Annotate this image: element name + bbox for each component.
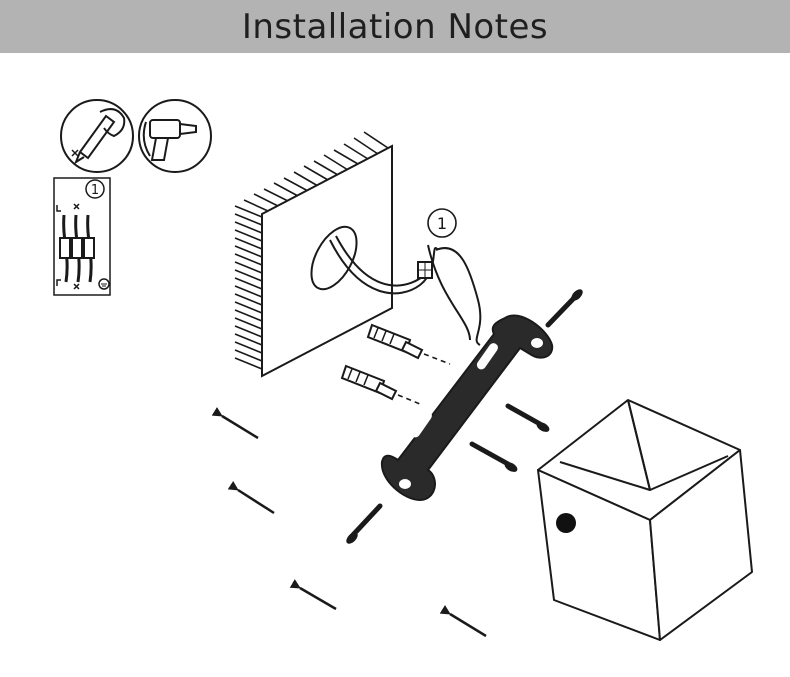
wall-junction-hole xyxy=(310,225,358,291)
inset-step-number: 1 xyxy=(91,183,99,198)
ground-icon xyxy=(98,278,110,290)
wall-block xyxy=(234,128,393,378)
direction-arrow-icon xyxy=(227,480,275,515)
wiring-inset-panel: 1 xyxy=(53,177,111,296)
direction-arrow-icon xyxy=(211,407,259,440)
wire-connector-icon xyxy=(417,261,433,279)
wall-anchor-icon xyxy=(366,323,451,365)
direction-arrow-icon xyxy=(439,605,487,638)
wiring-step-badge xyxy=(427,208,457,238)
direction-arrow-icon xyxy=(289,579,337,611)
wire-connector-icon xyxy=(56,203,95,290)
cube-lamp xyxy=(537,399,753,641)
installation-diagram: 1 xyxy=(53,99,753,641)
wall-anchor-icon xyxy=(340,364,421,405)
header-bar: Installation Notes xyxy=(0,0,790,53)
screw-icon xyxy=(469,441,518,472)
wiring-step-number: 1 xyxy=(437,214,447,233)
screw-icon xyxy=(545,289,583,328)
marker-pen-icon xyxy=(60,99,134,173)
power-drill-icon xyxy=(138,99,212,173)
mounting-bracket xyxy=(380,314,554,502)
screw-icon xyxy=(505,403,550,432)
page-title: Installation Notes xyxy=(241,6,549,47)
screw-icon xyxy=(346,503,383,544)
lamp-switch-dot xyxy=(556,513,576,533)
